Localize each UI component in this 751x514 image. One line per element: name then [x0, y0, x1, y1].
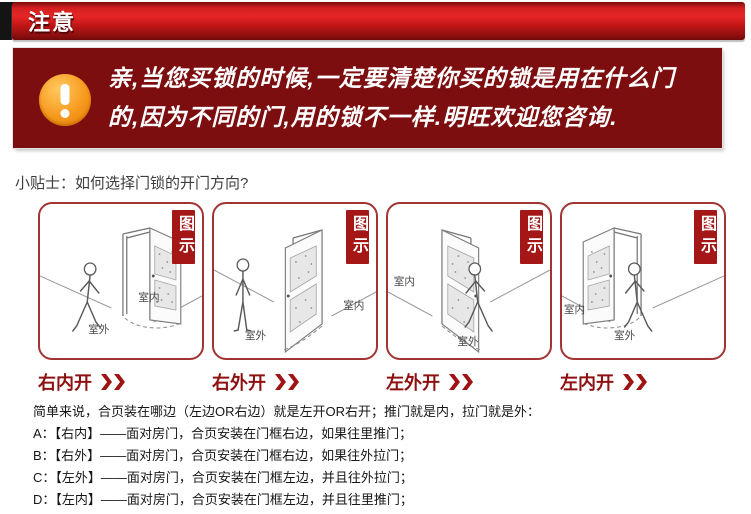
direction-label: 右外开: [212, 373, 266, 393]
explain-item-c: C：【左外】——面对房门，合页安装在门框左边，并且往外拉门；: [33, 470, 413, 485]
exclamation-icon: [39, 74, 91, 126]
outdoor-label: 室外: [245, 328, 266, 342]
explain-item-b: B：【右外】——面对房门，合页安装在门框右边，如果往外拉门；: [33, 448, 413, 463]
person-figure: [233, 258, 252, 332]
person-figure: [464, 262, 493, 332]
chevron-icon: [101, 374, 112, 390]
indoor-label: 室内: [394, 274, 415, 288]
exclamation-bar: [60, 84, 70, 105]
diagram-panels: 室内室外 图示 室内室外 图示 室内室外 图示 室内室外 图示: [38, 202, 726, 360]
indoor-label: 室内: [138, 290, 159, 304]
banner-text: 亲,当您买锁的时候,一定要清楚你买的锁是用在什么门 的,因为不同的门,用的锁不一…: [108, 59, 675, 137]
exclamation-dot: [60, 109, 70, 118]
legend-badge: 图示: [172, 210, 195, 264]
door-drawing: [388, 229, 550, 354]
direction-left-inward: 左内开: [560, 369, 726, 395]
chevron-icon: [623, 374, 634, 390]
direction-left-outward: 左外开: [386, 369, 552, 395]
person-figure: [623, 262, 653, 332]
page-title: 注意: [28, 10, 77, 35]
explain-intro: 简单来说，合页装在哪边（左边OR右边）就是左开OR右开；推门就是内，拉门就是外：: [33, 404, 541, 419]
indoor-label: 室内: [564, 302, 585, 316]
door-drawing: [562, 227, 724, 332]
direction-label: 右内开: [38, 373, 92, 393]
direction-label: 左内开: [560, 373, 614, 393]
indoor-label: 室内: [343, 298, 364, 312]
direction-right-inward: 右内开: [38, 369, 204, 395]
banner-line-1: 亲,当您买锁的时候,一定要清楚你买的锁是用在什么门: [108, 65, 675, 91]
door-drawing: [40, 227, 202, 332]
tip-question: 小贴士：如何选择门锁的开门方向?: [15, 175, 249, 192]
header-red-bar: 注意: [12, 2, 745, 40]
outdoor-label: 室外: [457, 334, 478, 348]
explain-item-d: D：【左内】——面对房门，合页安装在门框左边，并且往里推门；: [33, 492, 413, 507]
chevron-icon: [462, 374, 473, 390]
chevron-icon: [636, 374, 647, 390]
outdoor-label: 室外: [88, 322, 109, 336]
explanation: 简单来说，合页装在哪边（左边OR右边）就是左开OR右开；推门就是内，拉门就是外：…: [33, 401, 540, 511]
door-diagram-panel-3: 室内室外 图示: [386, 202, 552, 360]
door-diagram-panel-4: 室内室外 图示: [560, 202, 726, 360]
direction-label: 左外开: [386, 373, 440, 393]
door-diagram-panel-1: 室内室外 图示: [38, 202, 204, 360]
chevron-icon: [288, 374, 299, 390]
explain-item-a: A：【右内】——面对房门，合页安装在门框右边，如果往里推门；: [33, 426, 413, 441]
chevron-icon: [114, 374, 125, 390]
legend-badge: 图示: [520, 210, 543, 264]
door-diagram-panel-2: 室内室外 图示: [212, 202, 378, 360]
direction-row: 右内开 右外开 左外开 左内开: [38, 369, 726, 395]
person-figure: [72, 262, 101, 332]
legend-badge: 图示: [346, 210, 369, 264]
door-drawing: [214, 229, 376, 354]
warning-banner: 亲,当您买锁的时候,一定要清楚你买的锁是用在什么门 的,因为不同的门,用的锁不一…: [13, 48, 722, 148]
chevron-icon: [449, 374, 460, 390]
chevron-icon: [275, 374, 286, 390]
legend-badge: 图示: [694, 210, 717, 264]
banner-line-2: 的,因为不同的门,用的锁不一样.明旺欢迎您咨询.: [108, 104, 618, 130]
direction-right-outward: 右外开: [212, 369, 378, 395]
outdoor-label: 室外: [614, 328, 635, 342]
notice-header: 注意: [0, 2, 747, 40]
